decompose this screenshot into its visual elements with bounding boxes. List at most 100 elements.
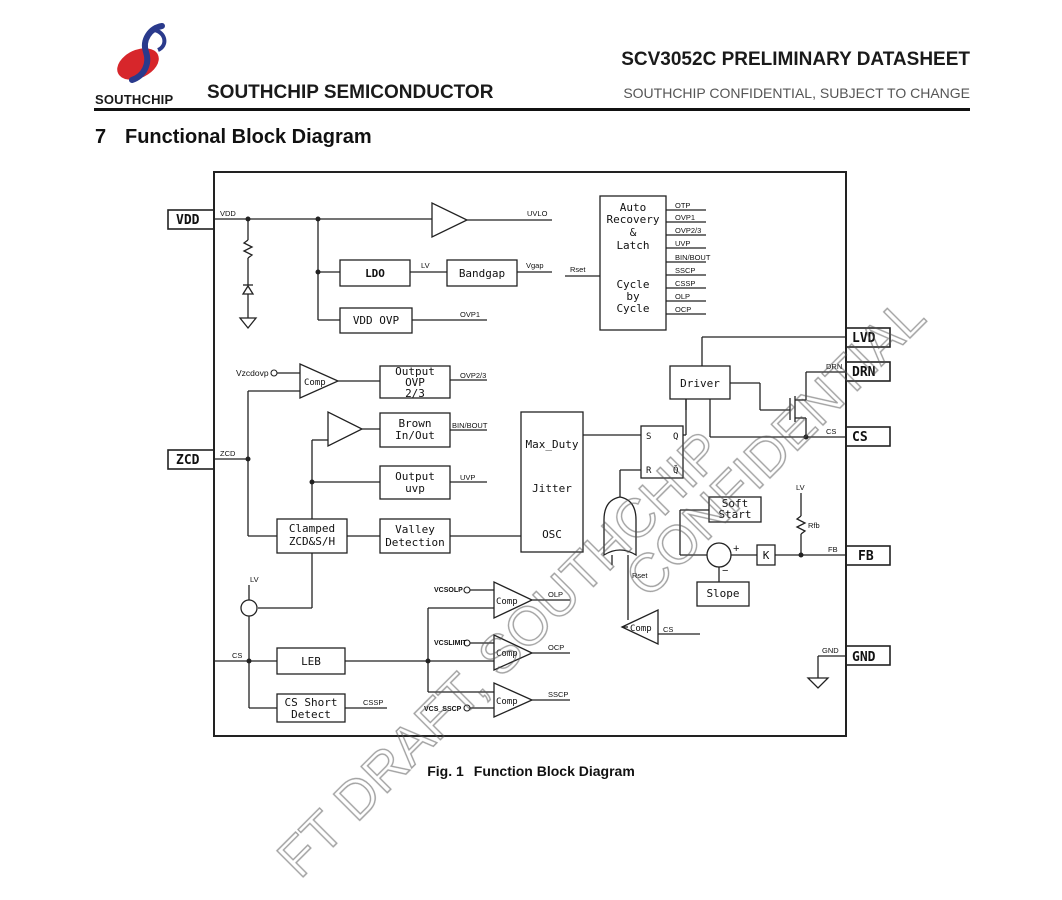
comp-ovp-label: Comp [304, 378, 326, 388]
pin-drn-label: DRN [852, 365, 876, 380]
sig-cs: CS [826, 427, 836, 436]
k-label: K [763, 549, 770, 562]
header-rule [94, 108, 970, 111]
pin-vdd [167, 209, 215, 230]
valley-l1: Valley [395, 523, 435, 536]
sig-rfb: Rfb [808, 521, 820, 530]
pin-drn [845, 361, 891, 382]
logo-wordmark: SOUTHCHIP [95, 92, 174, 107]
comp-olp [493, 580, 534, 620]
sig-ocp: OCP [675, 305, 691, 314]
pin-lvd [845, 327, 891, 348]
clamped-l1: Clamped [289, 522, 335, 535]
sig-ovp23: OVP2/3 [675, 226, 701, 235]
comp-ocp [493, 633, 534, 672]
pin-gnd-label: GND [852, 650, 876, 665]
comp-sscp [493, 681, 534, 719]
section-title: Functional Block Diagram [125, 126, 372, 148]
sig-sscp: SSCP [675, 266, 695, 275]
sig-uvlo: UVLO [527, 209, 548, 218]
osc-l2: Jitter [532, 482, 572, 495]
sig-ovp1-out: OVP1 [460, 310, 480, 319]
slope-block [696, 581, 750, 607]
prot-line: & [630, 226, 637, 239]
protection-logic-block [599, 195, 667, 331]
or-gate [603, 496, 637, 557]
sig-olp: OLP [675, 292, 690, 301]
sig-uvp-out: UVP [460, 473, 475, 482]
sr-flipflop [640, 425, 684, 479]
pin-cs-label: CS [852, 430, 868, 445]
pin-lvd-label: LVD [852, 331, 876, 346]
pin-fb [845, 545, 891, 566]
company-name: SOUTHCHIP SEMICONDUCTOR [207, 82, 494, 103]
sig-minus: − [722, 565, 728, 577]
sig-otp: OTP [675, 201, 690, 210]
soft-start-l1: Soft [722, 497, 749, 510]
sig-olp-out: OLP [548, 590, 563, 599]
sig-sscp-out: SSCP [548, 690, 568, 699]
prot-line: Cycle [616, 278, 649, 291]
sig-ocp-out: OCP [548, 643, 564, 652]
pin-cs [845, 426, 891, 447]
sig-ovp23-out: OVP2/3 [460, 371, 486, 380]
sig-plus: + [733, 543, 739, 555]
driver-label: Driver [680, 377, 720, 390]
sig-vcsolp: VCSOLP [434, 587, 463, 594]
output-ovp-l2: OVP [405, 376, 425, 389]
sig-zcd: ZCD [220, 449, 236, 458]
sig-binbout-out: BIN/BOUT [452, 421, 488, 430]
ff-r: R [646, 466, 652, 476]
comp-ovp [299, 362, 340, 400]
sig-cs-in: CS [232, 651, 242, 660]
output-ovp-l3: 2/3 [405, 387, 425, 400]
document-title: SCV3052C PRELIMINARY DATASHEET [621, 49, 970, 70]
soft-start-l2: Start [718, 508, 751, 521]
sig-cssp: CSSP [675, 279, 695, 288]
osc-l3: OSC [542, 528, 562, 541]
pin-fb-label: FB [858, 549, 874, 564]
pin-zcd [167, 449, 215, 470]
figure-label: Fig. 1 [427, 763, 464, 779]
sig-lv-src: LV [250, 575, 259, 584]
vdd-ovp-label: VDD OVP [353, 314, 400, 327]
sig-rset: Rset [570, 265, 586, 274]
sig-vzcdovp: Vzcdovp [236, 368, 269, 378]
prot-line: Cycle [616, 302, 649, 315]
sig-ovp1: OVP1 [675, 213, 695, 222]
sig-gnd: GND [822, 646, 839, 655]
document-subtitle: SOUTHCHIP CONFIDENTIAL, SUBJECT TO CHANG… [623, 85, 970, 101]
prot-line: Auto [620, 201, 647, 214]
brown-l1: Brown [398, 417, 431, 430]
prot-line: Latch [616, 239, 649, 252]
comp-cs-label: Comp [630, 624, 652, 634]
cs-short-l1: CS Short [285, 696, 338, 709]
uvp-l2: uvp [405, 482, 425, 495]
comp-olp-label: Comp [496, 597, 518, 607]
comp-sscp-label: Comp [496, 697, 518, 707]
valley-l2: Detection [385, 536, 445, 549]
pin-gnd [845, 645, 891, 666]
sig-binbout: BIN/BOUT [675, 253, 711, 262]
ff-qb: Q̄ [673, 464, 678, 476]
sig-cs-comp: CS [663, 625, 673, 634]
sig-rset-or: Rset [632, 571, 648, 580]
prot-line: by [626, 290, 640, 303]
osc-l1: Max_Duty [526, 438, 579, 451]
leb-label: LEB [301, 655, 321, 668]
clamped-l2: ZCD&S/H [289, 535, 335, 548]
brown-l2: In/Out [395, 429, 435, 442]
bandgap-block [446, 259, 518, 287]
summing-node [706, 542, 732, 568]
sig-fb: FB [828, 545, 838, 554]
sig-vcs-sscp: VCS_SSCP [424, 706, 462, 713]
bandgap-label: Bandgap [459, 267, 505, 280]
output-ovp-block [379, 365, 451, 399]
slope-label: Slope [706, 587, 739, 600]
company-logo: SOUTHCHIP [95, 14, 200, 109]
oscillator-block [520, 411, 584, 553]
comp-ocp-label: Comp [496, 649, 518, 659]
